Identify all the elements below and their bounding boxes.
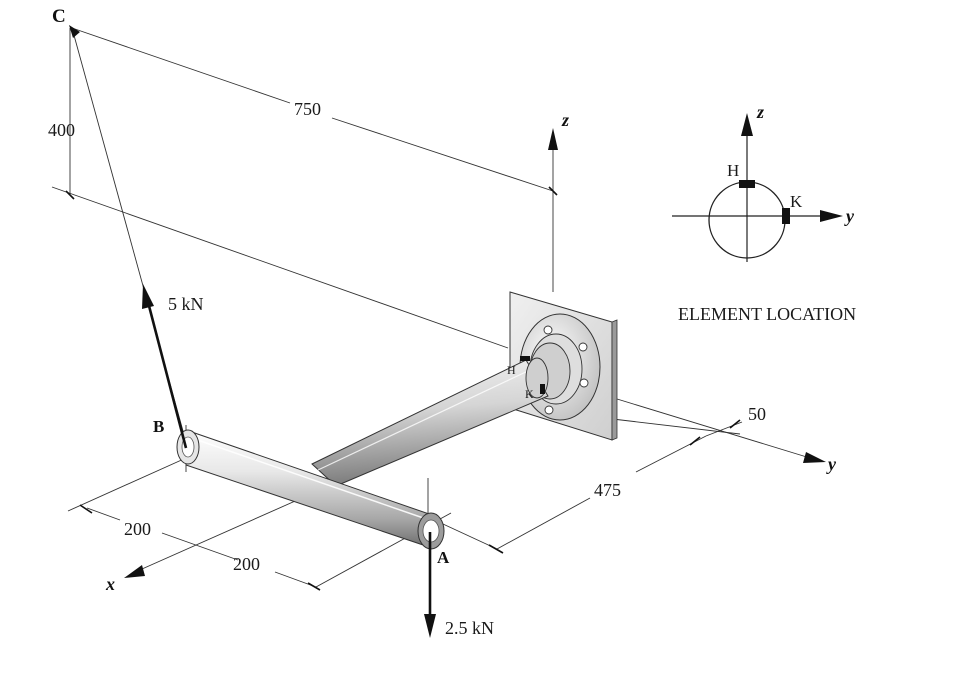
inset-title: ELEMENT LOCATION: [678, 304, 856, 324]
dim-200-left-label: 200: [124, 519, 151, 539]
element-k-label: K: [525, 387, 534, 401]
dim-50-label: 50: [748, 404, 766, 424]
force-5kn-label: 5 kN: [168, 294, 204, 314]
force-2-5kn: [424, 532, 436, 638]
bolt-hole-icon: [579, 378, 589, 388]
z-axis-label: z: [561, 110, 569, 130]
x-axis-label: x: [105, 574, 115, 594]
force-5kn: [142, 284, 188, 449]
inset-y-arrow-icon: [820, 210, 843, 222]
inset-z-arrow-icon: [741, 113, 753, 136]
y-axis-label: y: [826, 454, 837, 474]
point-c-label: C: [52, 6, 66, 27]
force-2-5kn-label: 2.5 kN: [445, 618, 494, 638]
diagram-labels: C B A 750 400 50 475 200 200 5 kN 2.5 kN…: [48, 6, 837, 638]
point-a-label: A: [437, 548, 450, 567]
bolt-hole-icon: [578, 342, 588, 352]
element-h-label: H: [507, 363, 516, 377]
shaft-elements: H K: [507, 356, 545, 401]
inset-h-label: H: [727, 161, 739, 180]
bolt-hole-icon: [543, 325, 553, 335]
inset-y-label: y: [844, 206, 855, 226]
inset-k-label: K: [790, 192, 803, 211]
y-axis-arrow-icon: [803, 452, 826, 463]
main-shaft: [311, 357, 549, 487]
inset-element-k-marker: [782, 208, 790, 224]
dim-750-label: 750: [294, 99, 321, 119]
dim-475-label: 475: [594, 480, 621, 500]
axis-arrows: [69, 25, 826, 578]
dim-200-right-label: 200: [233, 554, 260, 574]
inset-z-label: z: [756, 102, 764, 122]
dim-400-label: 400: [48, 120, 75, 140]
z-axis-arrow-icon: [548, 128, 558, 150]
x-axis-arrow-icon: [124, 565, 145, 578]
dimension-ticks: [65, 186, 741, 591]
bolt-hole-icon: [544, 405, 554, 415]
element-location-inset: H K z y ELEMENT LOCATION: [672, 102, 856, 324]
point-b-label: B: [153, 417, 164, 436]
c-point-arrow-icon: [69, 25, 80, 38]
inset-element-h-marker: [739, 180, 755, 188]
